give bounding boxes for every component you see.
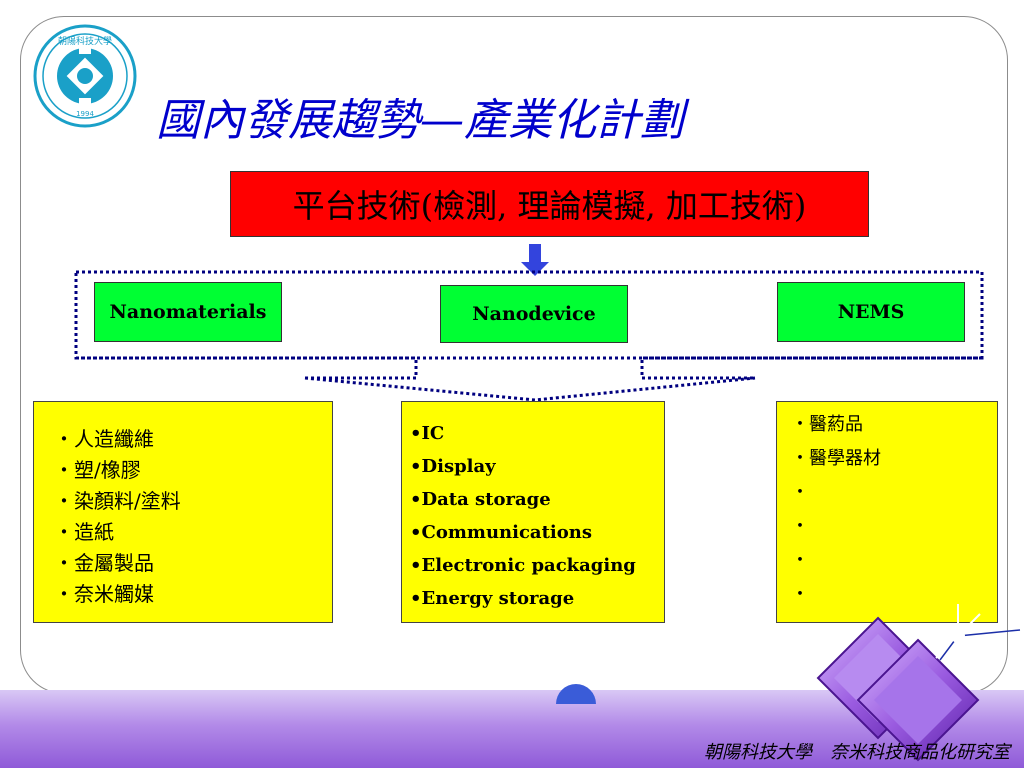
logo-name-top: 朝陽科技大學 <box>58 35 112 47</box>
materials-list: ・人造纖維 ・塑/橡膠 ・染顏料/塗料 ・造紙 ・金屬製品 ・奈米觸媒 <box>54 424 332 610</box>
list-item: ・ <box>791 550 809 571</box>
list-item: ・染顏料/塗料 <box>54 489 181 513</box>
nems-list: ・醫葯品 ・醫學器材 ・ ・ ・ ・ <box>791 408 997 612</box>
list-item: •Electronic packaging <box>410 555 636 576</box>
category-nems: NEMS <box>777 282 965 342</box>
category-nanomaterials: Nanomaterials <box>94 282 282 342</box>
nems-list-box: ・醫葯品 ・醫學器材 ・ ・ ・ ・ <box>776 401 998 623</box>
list-item: ・醫葯品 <box>791 414 863 435</box>
platform-box: 平台技術(檢測, 理論模擬, 加工技術) <box>230 171 869 237</box>
list-item: ・ <box>791 516 809 537</box>
footer-lab-name: 朝陽科技大學 奈米科技商品化研究室 <box>704 742 1010 763</box>
list-item: ・造紙 <box>54 520 114 544</box>
list-item: ・塑/橡膠 <box>54 458 141 482</box>
circle-decoration-icon <box>556 684 596 704</box>
list-item: •Communications <box>410 522 592 543</box>
diamond-star-decoration-icon <box>816 604 1021 762</box>
list-item: ・金屬製品 <box>54 551 154 575</box>
list-item: •Display <box>410 456 496 477</box>
list-item: ・人造纖維 <box>54 427 154 451</box>
list-item: •Data storage <box>410 489 551 510</box>
university-logo: 朝陽科技大學 1994 <box>33 24 137 128</box>
materials-list-box: ・人造纖維 ・塑/橡膠 ・染顏料/塗料 ・造紙 ・金屬製品 ・奈米觸媒 <box>33 401 333 623</box>
category-nanodevice: Nanodevice <box>440 285 628 343</box>
logo-year: 1994 <box>76 110 94 118</box>
list-item: ・ <box>791 584 809 605</box>
list-item: ・醫學器材 <box>791 448 881 469</box>
device-list-box: •IC •Display •Data storage •Communicatio… <box>401 401 665 623</box>
list-item: ・奈米觸媒 <box>54 582 154 606</box>
device-list: •IC •Display •Data storage •Communicatio… <box>410 417 664 615</box>
list-item: ・ <box>791 482 809 503</box>
slide-title: 國內發展趨勢—產業化計劃 <box>156 95 684 146</box>
arrow-down-icon <box>521 244 549 276</box>
list-item: •Energy storage <box>410 588 575 609</box>
list-item: •IC <box>410 423 445 444</box>
